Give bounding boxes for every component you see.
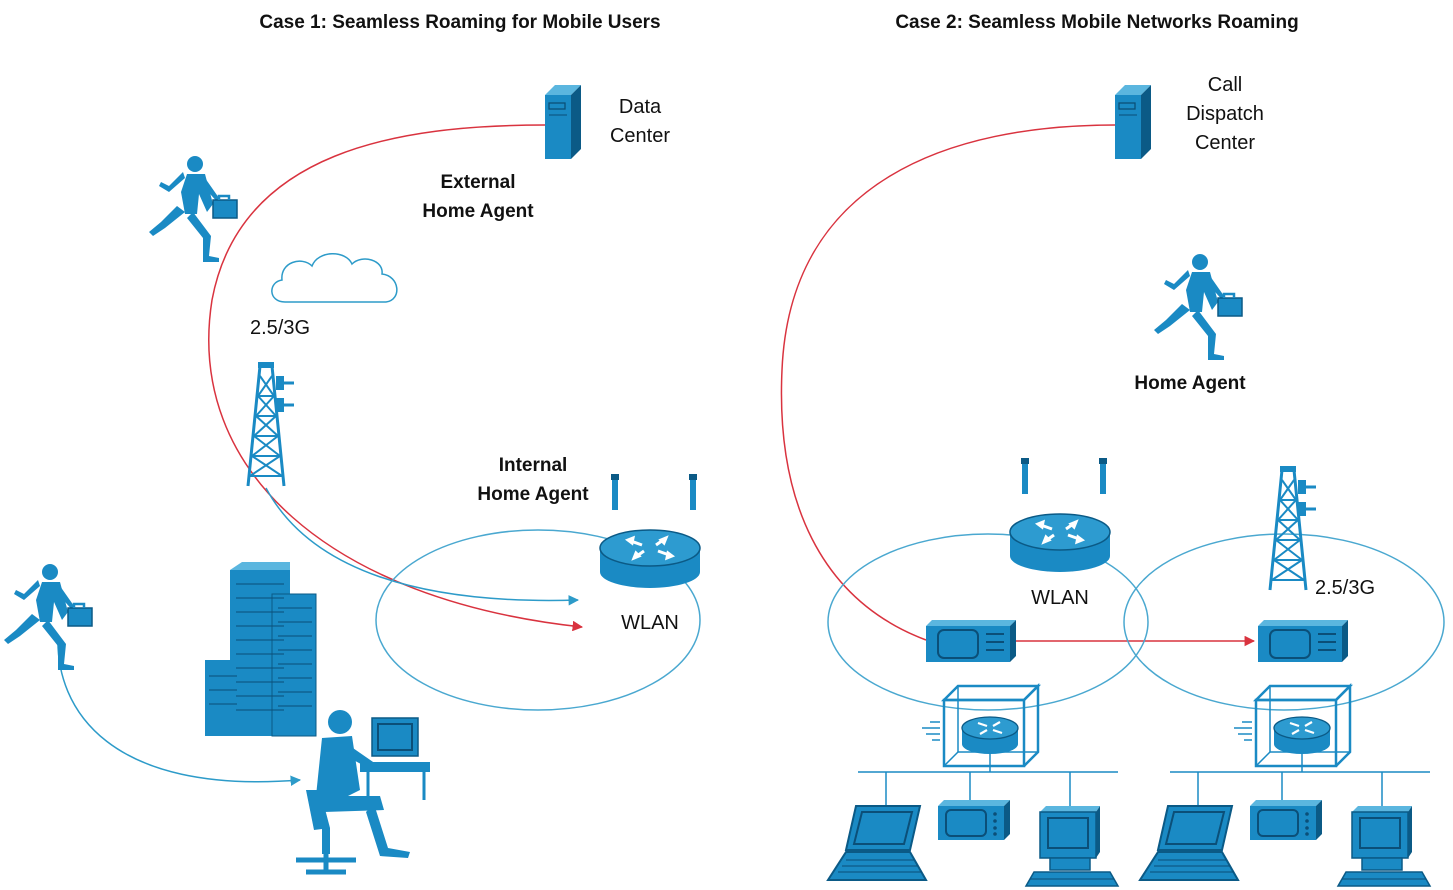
lan-bus-left [858, 752, 1118, 806]
case2-home-agent-label: Home Agent [1134, 373, 1246, 394]
case1-title: Case 1: Seamless Roaming for Mobile User… [259, 12, 660, 33]
external-home-agent-line1: External [441, 172, 516, 193]
office-worker-icon [296, 710, 430, 875]
link-datacenter-to-wlan [208, 124, 584, 632]
call-dispatch-label-line2: Dispatch [1186, 103, 1264, 125]
home-agent-runner-icon [1152, 252, 1244, 362]
wlan-coverage-ring [375, 529, 701, 711]
data-center-label-line2: Center [610, 125, 670, 147]
desktop-computer-icon [1025, 805, 1119, 887]
data-center-server-icon [544, 84, 582, 160]
link-tower-to-wlan [265, 487, 580, 606]
office-building-icon [205, 562, 317, 737]
call-dispatch-server-icon [1114, 84, 1152, 160]
case1-cellular-label: 2.5/3G [250, 317, 310, 339]
data-center-label-line1: Data [619, 96, 662, 118]
case1-wlan-label: WLAN [621, 612, 679, 634]
case2-wlan-label: WLAN [1031, 587, 1089, 609]
terminal-icon [937, 799, 1011, 841]
laptop-icon [827, 805, 927, 881]
external-home-agent-line2: Home Agent [422, 201, 534, 222]
mobile-router-icon [920, 684, 1040, 768]
internal-home-agent-line1: Internal [499, 455, 568, 476]
mobile-router-icon [1232, 684, 1352, 768]
call-dispatch-label-line1: Call [1208, 74, 1242, 96]
case2-title: Case 2: Seamless Mobile Networks Roaming [895, 12, 1298, 33]
lan-bus-right [1170, 752, 1430, 806]
laptop-icon [1139, 805, 1239, 881]
desktop-computer-icon [1337, 805, 1431, 887]
wlan-router-icon [598, 472, 702, 590]
internal-home-agent-line2: Home Agent [477, 484, 589, 505]
cell-tower-icon [246, 360, 296, 488]
call-dispatch-label-line3: Center [1195, 132, 1255, 154]
wlan-coverage-ring [827, 533, 1149, 711]
mobile-access-router-icon [925, 619, 1017, 663]
case2-cellular-label: 2.5/3G [1315, 577, 1375, 599]
wlan-router-icon [1008, 456, 1112, 574]
cell-tower-icon [1268, 464, 1318, 592]
mobile-access-router-icon [1257, 619, 1349, 663]
cloud-icon [271, 253, 398, 303]
mobile-user-runner-icon [2, 562, 94, 672]
link-dispatch-to-mobile-router [780, 124, 1116, 641]
terminal-icon [1249, 799, 1323, 841]
mobile-user-runner-icon [147, 154, 239, 264]
